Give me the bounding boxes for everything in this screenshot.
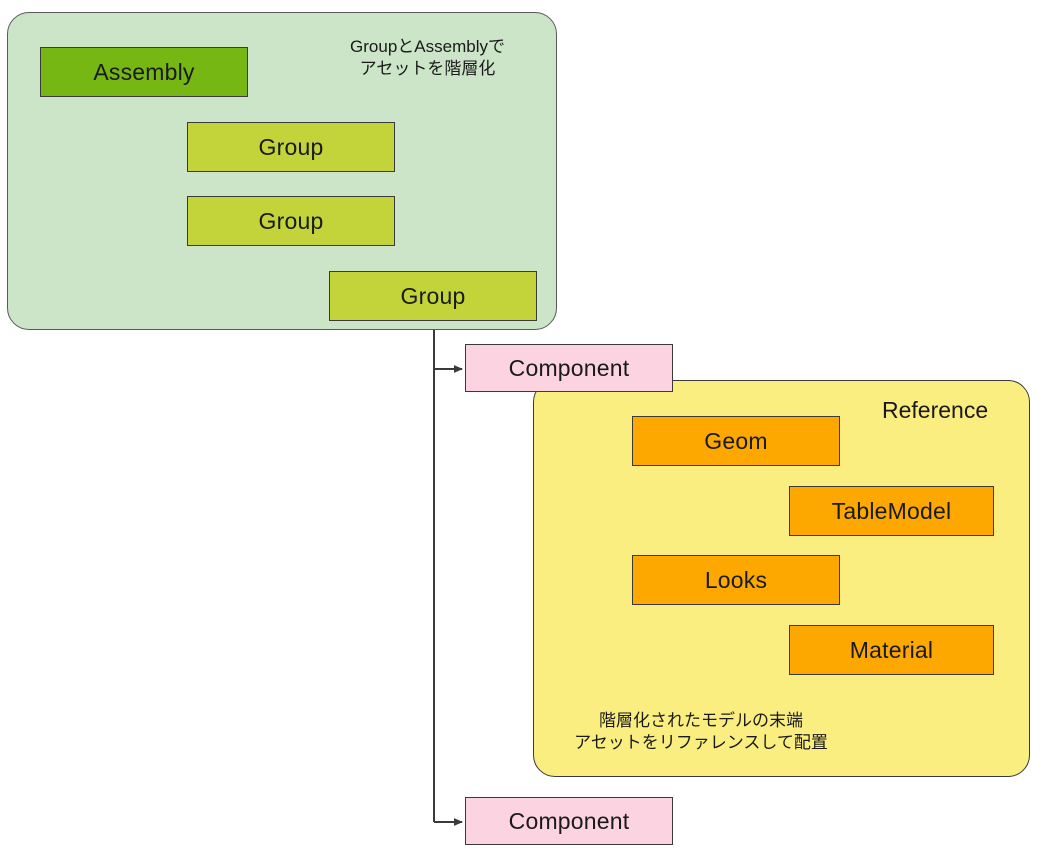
green-container-caption: GroupとAssemblyで アセットを階層化	[350, 37, 505, 78]
node-material[interactable]: Material	[789, 625, 994, 675]
node-group-2[interactable]: Group	[187, 196, 395, 246]
node-looks[interactable]: Looks	[632, 555, 840, 605]
node-component-2[interactable]: Component	[465, 797, 673, 845]
node-group-3[interactable]: Group	[329, 271, 537, 321]
node-group-1[interactable]: Group	[187, 122, 395, 172]
node-geom[interactable]: Geom	[632, 416, 840, 466]
node-assembly[interactable]: Assembly	[40, 47, 248, 97]
node-tablemodel[interactable]: TableModel	[789, 486, 994, 536]
reference-label: Reference	[882, 397, 989, 423]
yellow-container-caption: 階層化されたモデルの末端 アセットをリファレンスして配置	[574, 711, 828, 752]
node-component-1[interactable]: Component	[465, 344, 673, 392]
